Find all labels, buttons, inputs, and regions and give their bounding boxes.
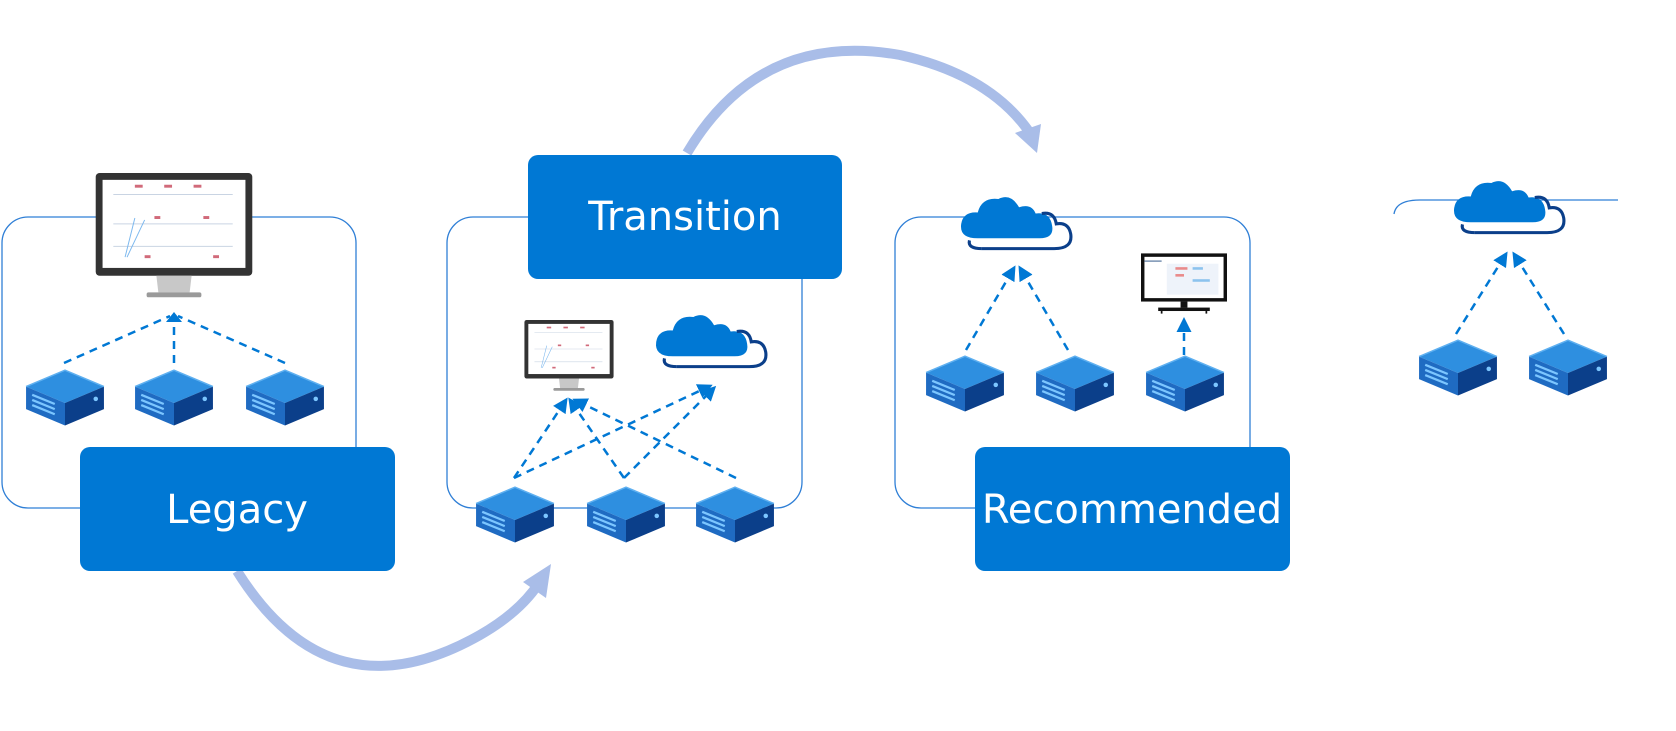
legacy-server-2-icon <box>133 369 215 427</box>
transition-connectors <box>512 384 737 480</box>
transition-cloud-icon <box>654 313 768 369</box>
legacy-arrowhead-icon <box>166 312 182 322</box>
recommended-label: Recommended <box>982 487 1282 533</box>
legacy-label-box <box>80 447 395 571</box>
legacy-server-1-icon <box>24 369 106 427</box>
recommended-stage: Recommended <box>894 195 1290 571</box>
cloud-only-cloud-icon <box>1452 179 1566 235</box>
recommended-dashboard-monitor-icon <box>1141 252 1227 315</box>
recommended-server-3-icon <box>1144 355 1226 413</box>
recommended-server-1-icon <box>924 355 1006 413</box>
transition-label-box <box>528 155 842 279</box>
flow-arrow-legacy-to-transition <box>232 564 551 671</box>
transition-label: Transition <box>587 194 781 240</box>
cloud-only-frame <box>1393 199 1618 215</box>
transition-stage: Transition <box>446 155 842 544</box>
transition-server-3-icon <box>694 486 776 544</box>
recommended-cloud-icon <box>959 195 1073 251</box>
cloud-only-server-2-icon <box>1527 339 1609 397</box>
cloud-only-connectors <box>1454 251 1566 335</box>
recommended-label-box <box>975 447 1290 571</box>
transition-server-1-icon <box>474 486 556 544</box>
legacy-server-3-icon <box>244 369 326 427</box>
legacy-label: Legacy <box>166 487 308 533</box>
flow-arrow-transition-to-recommended <box>682 45 1041 156</box>
transition-server-2-icon <box>585 486 667 544</box>
legacy-stage: Legacy <box>1 173 395 571</box>
cloud-only-stage <box>1393 179 1618 397</box>
legacy-connectors <box>63 314 286 365</box>
cloud-only-server-1-icon <box>1417 339 1499 397</box>
recommended-server-2-icon <box>1034 355 1116 413</box>
transition-monitor-icon <box>524 320 614 392</box>
legacy-monitor-icon <box>95 173 253 298</box>
recommended-connectors <box>964 265 1192 355</box>
